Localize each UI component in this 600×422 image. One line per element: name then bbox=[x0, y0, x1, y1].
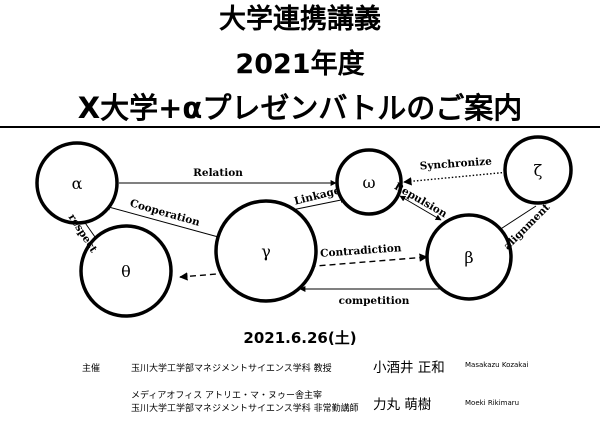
title-line-3: X大学+αプレゼンバトルのご案内 bbox=[77, 91, 523, 125]
label-competition: competition bbox=[339, 295, 410, 307]
label-cooperation: Cooperation bbox=[128, 197, 201, 229]
node-beta: β bbox=[425, 213, 513, 301]
guest-name: 力丸 萌樹 bbox=[373, 397, 432, 413]
node-theta: θ bbox=[79, 224, 173, 318]
guest-name-roman: Moeki Rikimaru bbox=[465, 399, 520, 407]
node-alpha: α bbox=[35, 141, 119, 225]
title-line-1: 大学連携講義 bbox=[219, 4, 381, 35]
edge-repulsion bbox=[399, 195, 442, 221]
node-zeta: ζ bbox=[503, 135, 573, 205]
title-divider bbox=[0, 126, 600, 128]
svg-text:α: α bbox=[72, 174, 83, 193]
svg-text:β: β bbox=[464, 248, 473, 267]
guest-affiliation-1: メディアオフィス アトリエ・マ・ヌゥー舎主宰 bbox=[131, 391, 323, 401]
event-date: 2021.6.26(土) bbox=[243, 329, 357, 347]
svg-text:ζ: ζ bbox=[534, 161, 543, 180]
edge-synchronize bbox=[403, 171, 510, 186]
svg-text:θ: θ bbox=[121, 262, 131, 281]
svg-text:γ: γ bbox=[261, 242, 271, 261]
label-relation: Relation bbox=[193, 167, 243, 179]
edge-cooperation bbox=[104, 204, 223, 239]
guest-affiliation-2: 玉川大学工学部マネジメントサイエンス学科 非常勤講師 bbox=[131, 404, 359, 414]
node-gamma: γ bbox=[214, 199, 318, 303]
label-repulsion: Repulsion bbox=[392, 180, 449, 220]
host-label: 主催 bbox=[82, 364, 101, 374]
relationship-diagram: α ω ζ γ θ β Relation Synchronize Linkage… bbox=[35, 135, 573, 318]
host-name: 小酒井 正和 bbox=[373, 360, 445, 376]
label-contradiction: Contradiction bbox=[320, 242, 402, 260]
host-name-roman: Masakazu Kozakai bbox=[465, 361, 529, 369]
edge-alignment bbox=[495, 205, 537, 233]
title-line-2: 2021年度 bbox=[235, 49, 365, 80]
host-affiliation: 玉川大学工学部マネジメントサイエンス学科 教授 bbox=[131, 364, 332, 374]
svg-text:ω: ω bbox=[362, 173, 375, 192]
node-omega: ω bbox=[335, 148, 403, 216]
label-alignment: alignment bbox=[501, 201, 552, 252]
label-synchronize: Synchronize bbox=[419, 155, 492, 172]
label-linkage: Linkage bbox=[293, 184, 342, 207]
